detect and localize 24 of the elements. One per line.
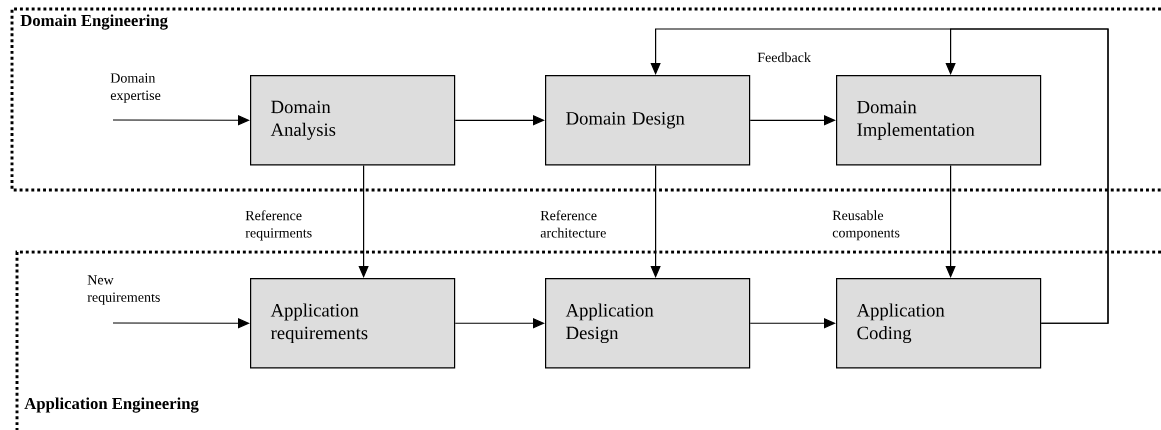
arrow [454,318,545,329]
region-title: Domain Engineering [20,14,168,30]
arrow [749,115,836,126]
arrow [454,115,545,126]
edge-label: Reusable components [832,210,900,241]
arrow [945,28,1109,324]
arrow [358,164,369,278]
process-box: Application requirements [250,278,456,369]
edge-label: Domain expertise [110,73,161,103]
region-title: Application Engineering [24,397,199,413]
process-box: Domain Design [545,75,751,166]
arrow [945,164,956,278]
edge-label: New requirements [87,275,160,305]
process-box: Application Design [545,278,751,369]
process-box: Domain Analysis [250,75,456,166]
edge-label: Reference requirments [245,210,312,241]
arrow [749,318,836,329]
process-box: Application Coding [836,278,1042,369]
arrow [650,164,661,278]
arrow [112,318,250,329]
edge-label: Feedback [757,52,811,63]
edge-label: Reference architecture [540,210,606,238]
process-box: Domain Implementation [836,75,1042,166]
arrow [112,115,250,126]
